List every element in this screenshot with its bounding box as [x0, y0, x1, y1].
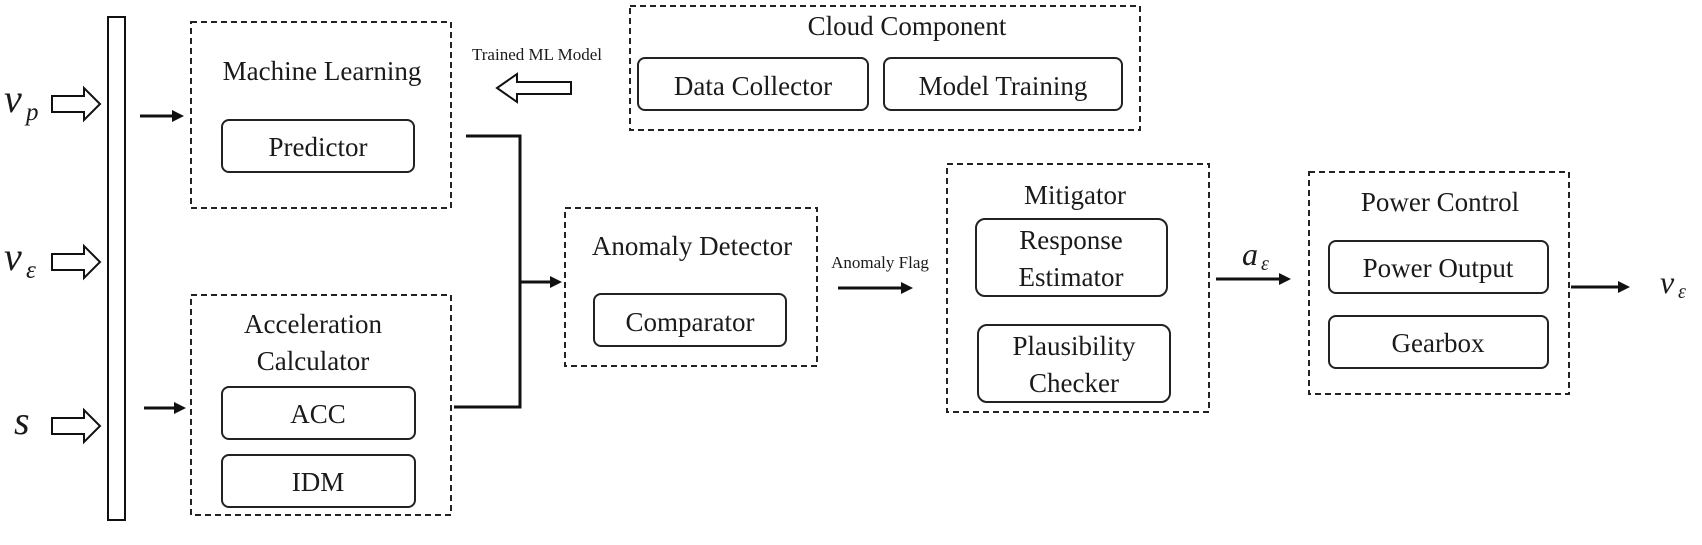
power-control-module: Power Control Power Output Gearbox: [1308, 171, 1570, 395]
mitigator-module: Mitigator Response Estimator Plausibilit…: [946, 163, 1210, 413]
anomaly-detector-title: Anomaly Detector: [592, 231, 792, 261]
acceleration-calculator-container: [190, 294, 452, 516]
predictor-label: Predictor: [269, 132, 368, 162]
mitigator-container: [946, 163, 1210, 413]
idm-box: [221, 454, 416, 508]
anomaly-flag-label: Anomaly Flag: [831, 253, 929, 272]
response-estimator-label-line2: Estimator: [1019, 262, 1124, 292]
plausibility-checker-box: [977, 324, 1171, 403]
input-vp-arrow: [51, 85, 102, 123]
trained-model-arrow: Trained ML Model: [472, 45, 602, 104]
velocity-output-subscript: ε: [1678, 281, 1686, 303]
response-estimator-box: [975, 218, 1168, 297]
power-control-container: [1308, 171, 1570, 395]
input-s-arrow: [51, 407, 102, 445]
input-s-symbol: s: [14, 398, 30, 443]
power-output-label: Power Output: [1363, 253, 1514, 283]
gearbox-label: Gearbox: [1392, 328, 1485, 358]
input-s: s: [14, 398, 102, 445]
input-vp-symbol: v: [4, 76, 22, 121]
bus-to-accel-arrow: [144, 402, 186, 414]
anomaly-detector-module: Anomaly Detector Comparator: [564, 207, 818, 367]
comparator-box: [593, 293, 787, 347]
input-vp: v p: [4, 76, 102, 126]
cloud-component-container: [629, 5, 1141, 131]
acceleration-calculator-title-line1: Acceleration: [244, 309, 382, 339]
plausibility-checker-label-line1: Plausibility: [1012, 331, 1136, 361]
model-training-label: Model Training: [919, 71, 1088, 101]
input-ve: v ε: [4, 234, 102, 284]
data-collector-label: Data Collector: [674, 71, 832, 101]
merge-connector: [454, 134, 562, 409]
trained-model-label: Trained ML Model: [472, 45, 602, 64]
velocity-output-arrow: v ε: [1571, 264, 1686, 303]
power-output-box: [1328, 240, 1549, 294]
gearbox-box: [1328, 315, 1549, 369]
velocity-output-symbol: v: [1660, 264, 1675, 300]
machine-learning-module: Machine Learning Predictor: [190, 21, 452, 209]
input-ve-arrow: [51, 243, 102, 281]
input-ve-subscript: ε: [26, 257, 36, 284]
comparator-label: Comparator: [626, 307, 755, 337]
cloud-component-title: Cloud Component: [808, 11, 1007, 41]
power-control-title: Power Control: [1361, 187, 1519, 217]
acc-label: ACC: [290, 399, 346, 429]
accel-output-arrow: a ε: [1216, 236, 1291, 285]
plausibility-checker-label-line2: Checker: [1029, 368, 1119, 398]
input-bus-bar: [107, 16, 126, 521]
bus-to-ml-arrow: [140, 110, 184, 122]
accel-output-subscript: ε: [1261, 253, 1269, 275]
idm-label: IDM: [292, 467, 345, 497]
acceleration-calculator-module: Acceleration Calculator ACC IDM: [190, 294, 452, 516]
acc-box: [221, 386, 416, 440]
input-ve-symbol: v: [4, 234, 22, 279]
trained-model-hollow-arrow: [495, 72, 572, 104]
mitigator-title: Mitigator: [1024, 180, 1126, 210]
anomaly-detector-container: [564, 207, 818, 367]
anomaly-flag-arrow: Anomaly Flag: [831, 253, 929, 294]
accel-output-symbol: a: [1242, 236, 1258, 272]
model-training-box: [883, 57, 1123, 111]
response-estimator-label-line1: Response: [1019, 225, 1123, 255]
machine-learning-container: [190, 21, 452, 209]
machine-learning-title: Machine Learning: [223, 56, 422, 86]
data-collector-box: [637, 57, 869, 111]
cloud-component-module: Cloud Component Data Collector Model Tra…: [629, 5, 1141, 131]
input-vp-subscript: p: [24, 99, 39, 126]
acceleration-calculator-title-line2: Calculator: [257, 346, 369, 376]
predictor-box: [221, 119, 415, 173]
